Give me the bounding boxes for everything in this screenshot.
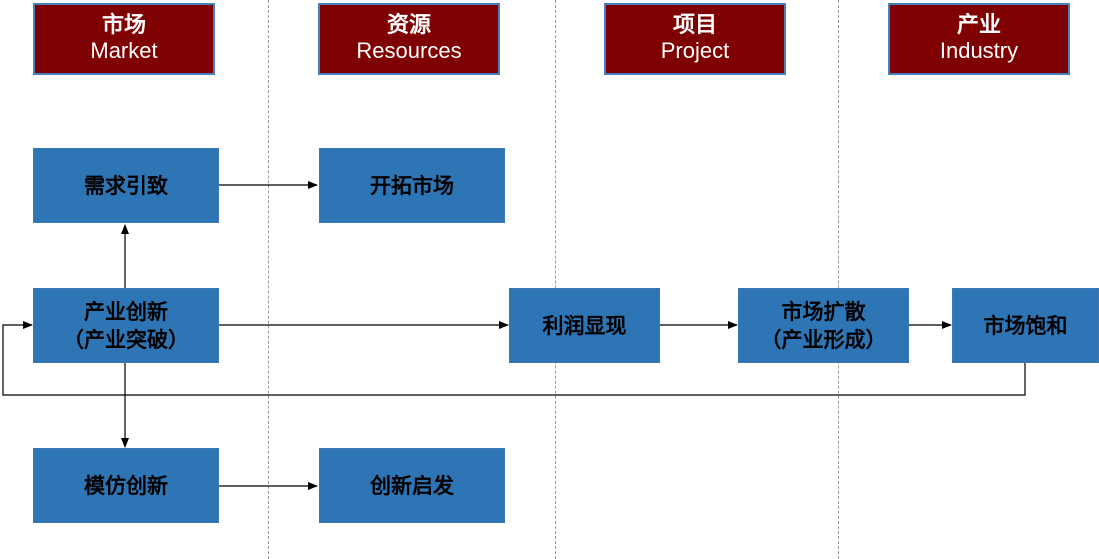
node-label: 创新启发 <box>370 473 454 498</box>
node-imitation-innovation: 模仿创新 <box>33 448 219 523</box>
node-industry-innovation: 产业创新 （产业突破） <box>33 288 219 363</box>
node-innovation-inspiration: 创新启发 <box>319 448 505 523</box>
node-sublabel: （产业突破） <box>63 327 189 352</box>
node-label: 市场扩散 <box>781 299 866 324</box>
node-label: 模仿创新 <box>84 473 168 498</box>
node-sublabel: （产业形成） <box>760 327 887 352</box>
column-header-en: Resources <box>356 38 462 63</box>
column-header-market: 市场 Market <box>33 3 215 75</box>
node-expand-market: 开拓市场 <box>319 148 505 223</box>
node-market-diffusion: 市场扩散 （产业形成） <box>738 288 909 363</box>
column-header-zh: 项目 <box>672 13 717 38</box>
column-header-en: Market <box>90 38 158 63</box>
arrow-saturation-feedback-loop <box>2 321 1026 396</box>
node-profit-emerges: 利润显现 <box>509 288 660 363</box>
node-label: 产业创新 <box>84 299 168 324</box>
node-label: 开拓市场 <box>370 173 454 198</box>
node-label: 需求引致 <box>84 173 168 198</box>
node-market-saturation: 市场饱和 <box>952 288 1099 363</box>
column-header-resources: 资源 Resources <box>318 3 500 75</box>
column-divider <box>838 0 839 559</box>
column-header-project: 项目 Project <box>604 3 786 75</box>
column-header-industry: 产业 Industry <box>888 3 1070 75</box>
column-divider <box>555 0 556 559</box>
column-divider <box>268 0 269 559</box>
column-header-en: Industry <box>939 38 1019 63</box>
column-header-zh: 产业 <box>956 13 1001 38</box>
node-demand-driven: 需求引致 <box>33 148 219 223</box>
node-label: 利润显现 <box>542 313 627 338</box>
column-header-zh: 市场 <box>101 13 146 38</box>
column-header-zh: 资源 <box>386 13 431 38</box>
node-label: 市场饱和 <box>983 313 1068 338</box>
column-header-en: Project <box>660 38 730 63</box>
